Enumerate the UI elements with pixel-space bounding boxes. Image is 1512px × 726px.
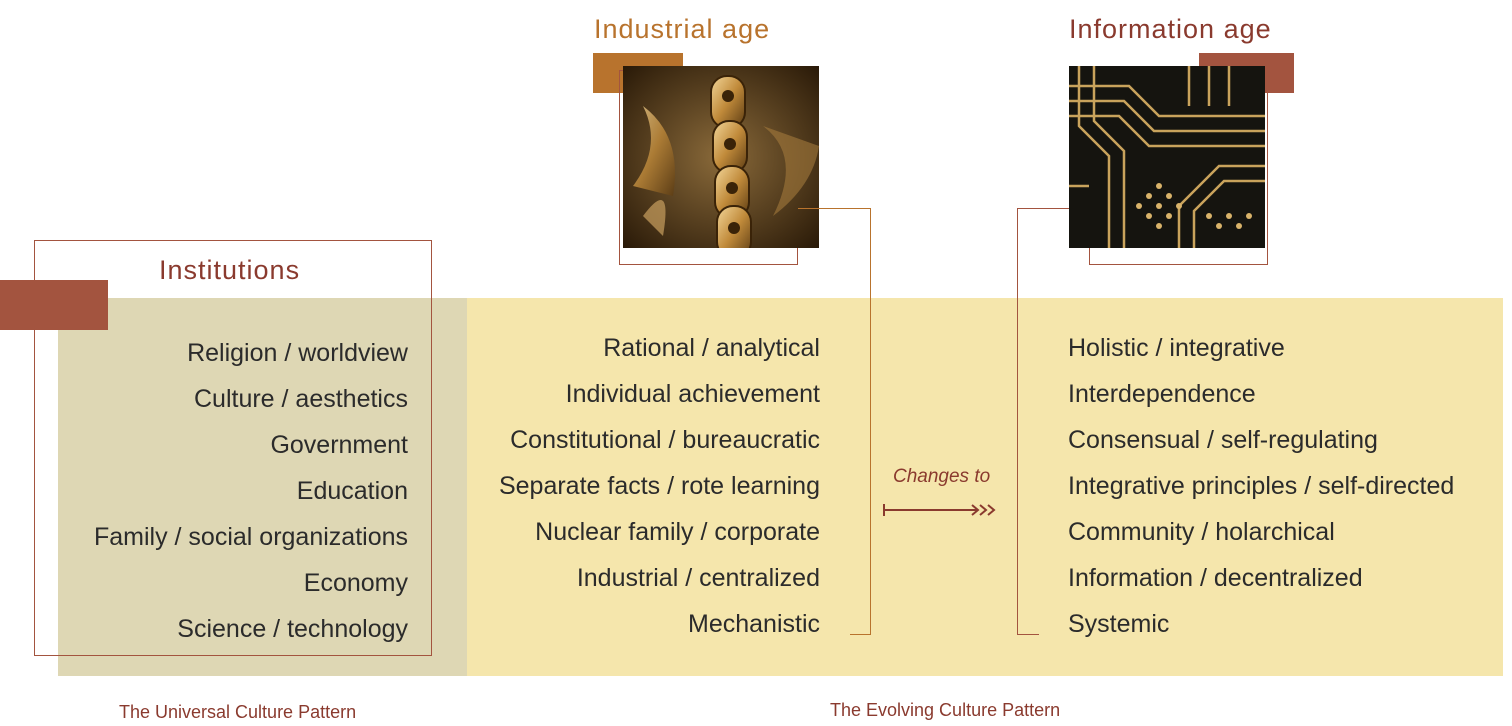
list-item: Rational / analytical [603,334,820,362]
list-item: Religion / worldview [187,339,408,367]
industrial-connector-line [798,208,870,209]
list-item: Family / social organizations [93,523,408,551]
industrial-connector-line-bottom [850,634,871,635]
list-item: Mechanistic [688,610,820,638]
circuit-board-image [1069,66,1265,248]
information-connector-line-vertical [1017,208,1018,634]
industrial-age-title: Industrial age [594,14,771,44]
list-item: Interdependence [1068,380,1256,408]
institutions-frame [34,240,432,656]
institutions-accent-square [0,280,108,330]
list-item: Economy [303,569,408,597]
industrial-list: Rational / analytical Individual achieve… [440,325,820,647]
information-age-title: Information age [1069,14,1272,44]
list-item: Information / decentralized [1068,564,1363,592]
evolving-pattern-band [467,298,1503,676]
industrial-connector-line-vertical [870,208,871,634]
institutions-list: Religion / worldview Culture / aesthetic… [40,330,408,652]
arrow-right-icon [882,500,1002,525]
list-item: Industrial / centralized [576,564,820,592]
information-list: Holistic / integrative Interdependence C… [1068,325,1508,647]
list-item: Nuclear family / corporate [535,518,820,546]
list-item: Constitutional / bureaucratic [510,426,820,454]
list-item: Individual achievement [565,380,820,408]
changes-to-label: Changes to [893,466,991,487]
list-item: Consensual / self-regulating [1068,426,1378,454]
list-item: Systemic [1068,610,1170,638]
list-item: Integrative principles / self-directed [1068,472,1455,500]
evolving-culture-caption: The Evolving Culture Pattern [830,700,1061,720]
list-item: Education [296,477,408,505]
information-connector-line [1017,208,1069,209]
list-item: Separate facts / rote learning [498,472,820,500]
information-connector-line-bottom [1017,634,1039,635]
universal-culture-caption: The Universal Culture Pattern [119,702,357,722]
gear-chain-image [623,66,819,248]
universal-pattern-band [58,298,467,676]
list-item: Holistic / integrative [1068,334,1285,362]
institutions-title: Institutions [159,255,301,285]
list-item: Science / technology [177,615,408,643]
list-item: Culture / aesthetics [194,385,408,413]
list-item: Government [270,431,408,459]
list-item: Community / holarchical [1068,518,1335,546]
